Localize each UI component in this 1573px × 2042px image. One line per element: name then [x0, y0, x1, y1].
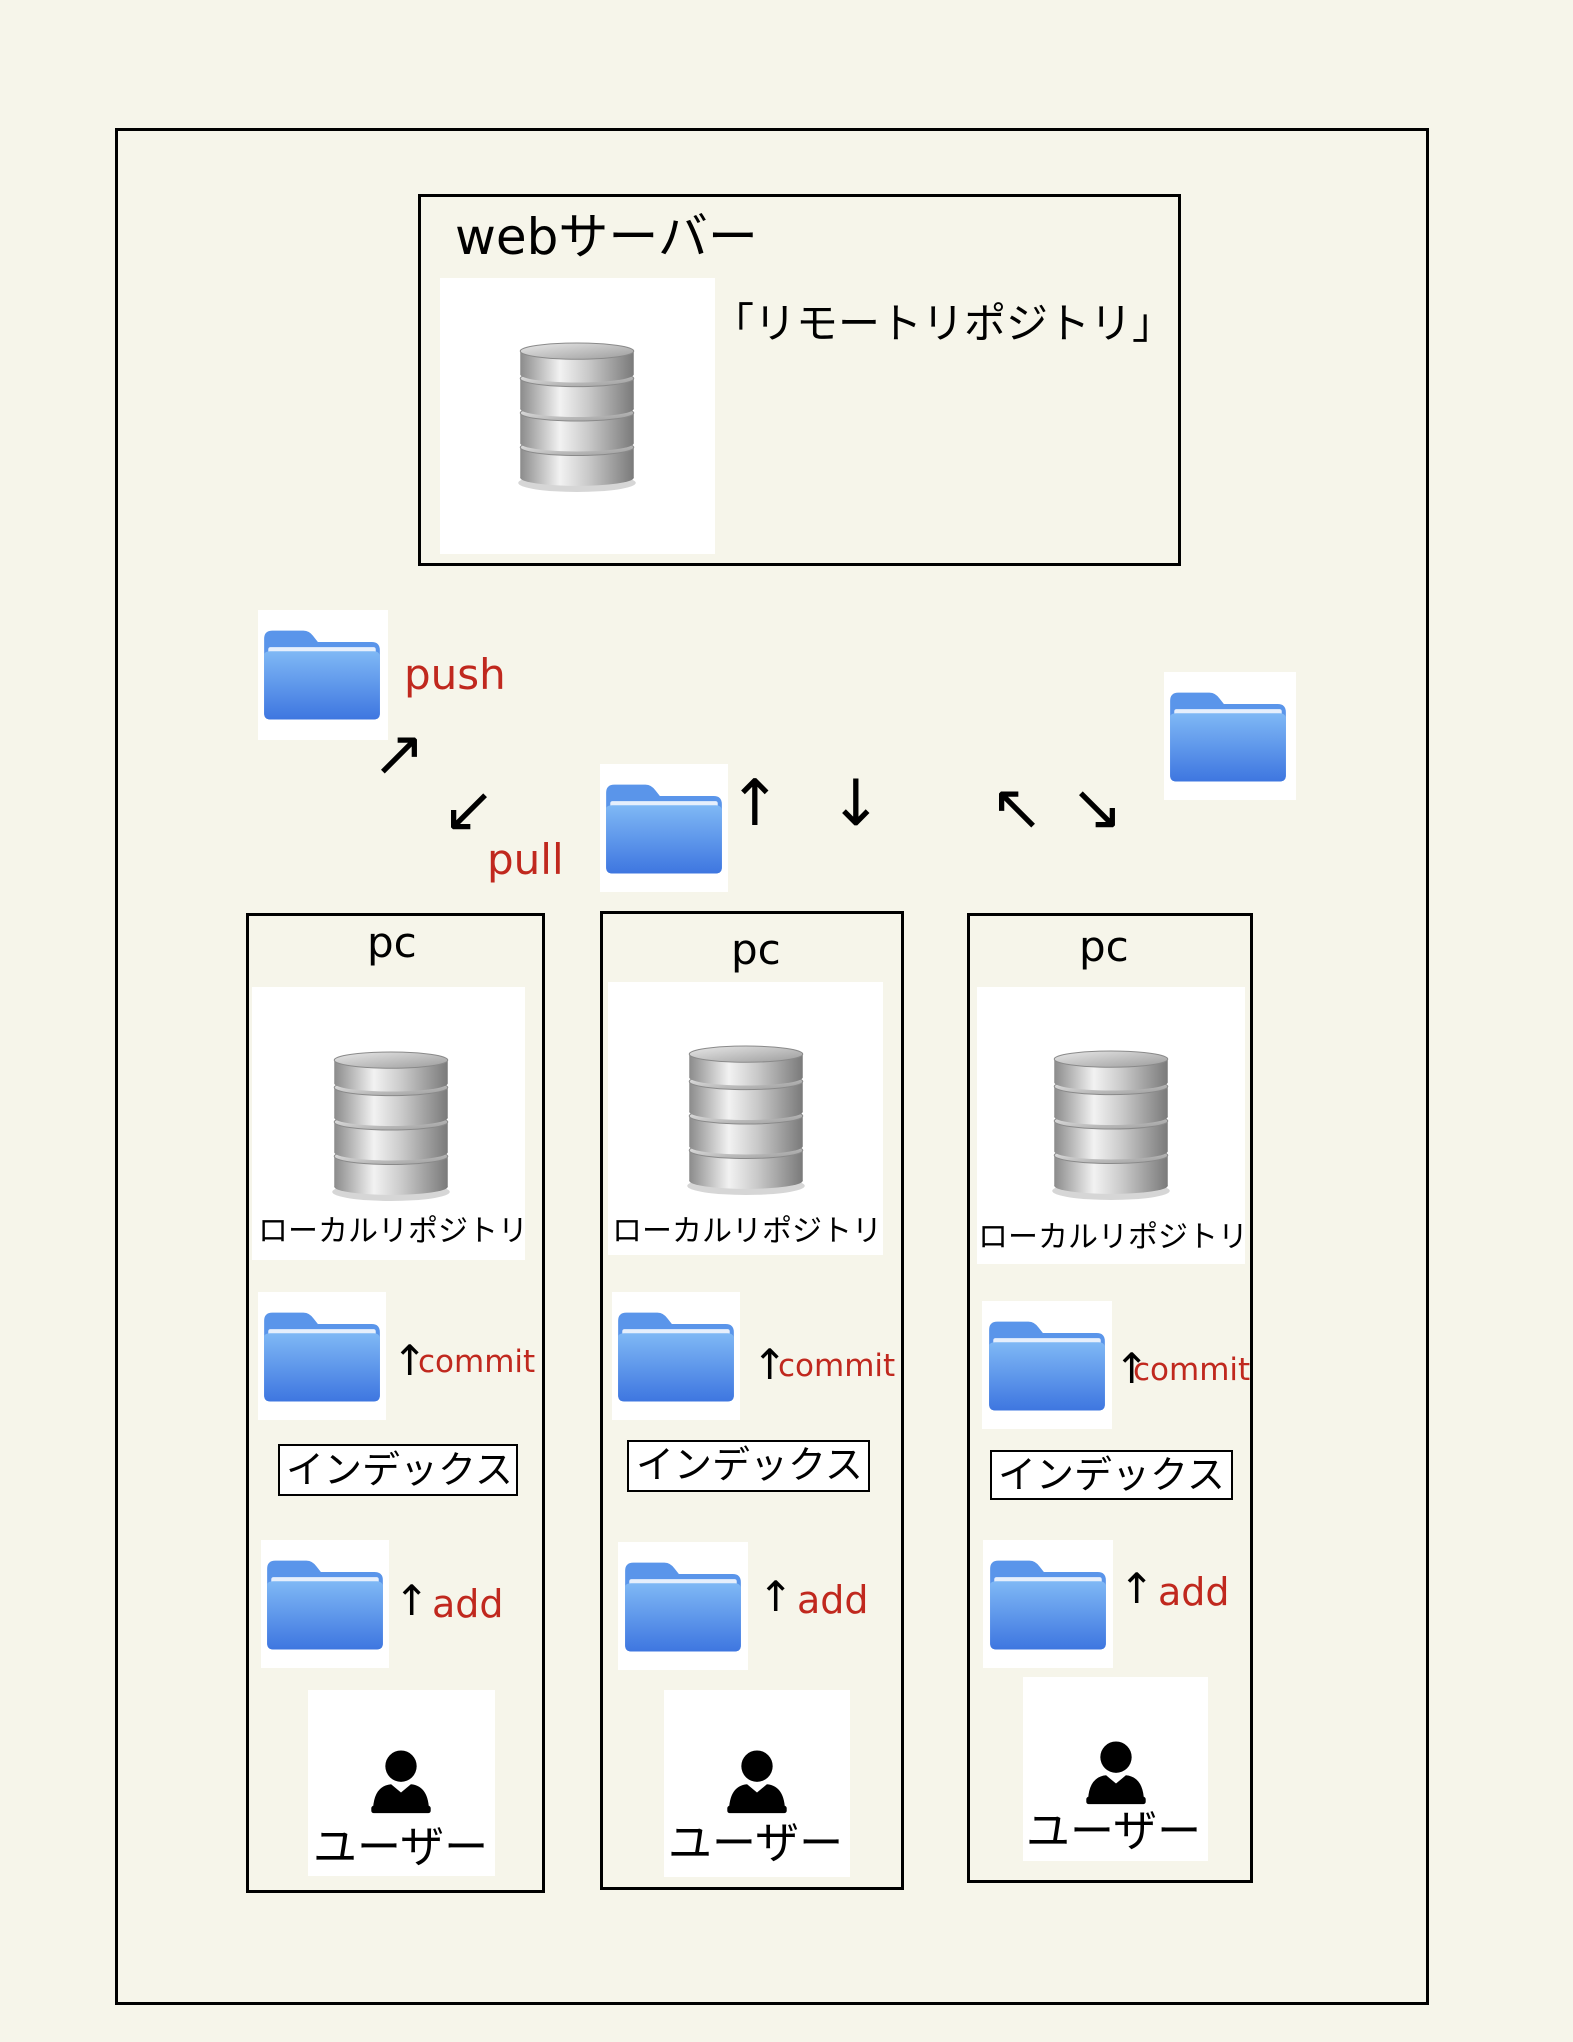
- pc-title: pc: [367, 918, 417, 967]
- index-label: インデックス: [998, 1453, 1225, 1497]
- folder-icon: [263, 1556, 387, 1652]
- local-repo-label: ローカルリポジトリ: [612, 1214, 882, 1249]
- arrow-up-left-icon: ↖: [990, 771, 1044, 845]
- pc-box-3: [967, 913, 1253, 1883]
- database-icon: [685, 1044, 807, 1196]
- add-label: add: [1158, 1570, 1230, 1614]
- folder-icon: [260, 1308, 384, 1404]
- folder-icon: [985, 1317, 1109, 1413]
- pc-title: pc: [1079, 922, 1129, 971]
- add-label: add: [432, 1582, 504, 1626]
- folder-icon: [614, 1308, 738, 1404]
- commit-label: commit: [1133, 1352, 1251, 1388]
- arrow-up-icon: ↑: [1114, 1344, 1150, 1393]
- index-box: [627, 1440, 870, 1492]
- web-server-title: webサーバー: [455, 208, 758, 266]
- database-icon: [516, 341, 638, 493]
- folder-icon: [1166, 688, 1290, 784]
- commit-label: commit: [418, 1344, 536, 1380]
- arrow-up-icon: ↑: [394, 1576, 430, 1625]
- arrow-up-icon: ↑: [752, 1340, 788, 1389]
- user-icon: [724, 1745, 790, 1817]
- arrow-down-left-icon: ↙: [442, 773, 496, 847]
- user-label: ユーザー: [1026, 1806, 1202, 1857]
- index-label: インデックス: [286, 1448, 513, 1492]
- index-box: [990, 1450, 1233, 1500]
- outer-frame: [115, 128, 1429, 2005]
- user-label: ユーザー: [313, 1822, 489, 1873]
- push-label: push: [404, 650, 506, 699]
- folder-icon: [986, 1556, 1110, 1652]
- web-server-box: [418, 194, 1181, 566]
- local-repo-label: ローカルリポジトリ: [258, 1214, 528, 1249]
- index-label: インデックス: [636, 1443, 863, 1487]
- index-box: [278, 1444, 518, 1496]
- folder-icon: [260, 626, 384, 722]
- remote-repo-label: 「リモートリポジトリ」: [712, 299, 1175, 348]
- commit-label: commit: [778, 1348, 896, 1384]
- database-icon: [1050, 1049, 1172, 1201]
- database-icon: [330, 1050, 452, 1202]
- arrow-up-icon: ↑: [392, 1336, 428, 1385]
- user-panel: [308, 1690, 495, 1876]
- user-label: ユーザー: [668, 1818, 844, 1869]
- arrow-up-icon: ↑: [758, 1572, 794, 1621]
- add-label: add: [797, 1578, 869, 1622]
- pc-title: pc: [731, 925, 781, 974]
- local-repo-label: ローカルリポジトリ: [978, 1220, 1248, 1255]
- arrow-down-icon: ↓: [829, 767, 883, 841]
- folder-icon: [621, 1558, 745, 1654]
- arrow-up-right-icon: ↗: [372, 717, 426, 791]
- arrow-up-icon: ↑: [1119, 1564, 1155, 1613]
- arrow-up-icon: ↑: [728, 767, 782, 841]
- user-icon: [368, 1745, 434, 1817]
- user-panel: [664, 1690, 850, 1877]
- arrow-down-right-icon: ↘: [1070, 771, 1124, 845]
- pc-box-2: [600, 911, 904, 1890]
- user-icon: [1083, 1736, 1149, 1808]
- pull-label: pull: [487, 835, 564, 884]
- folder-icon: [602, 780, 726, 876]
- pc-box-1: [246, 913, 545, 1893]
